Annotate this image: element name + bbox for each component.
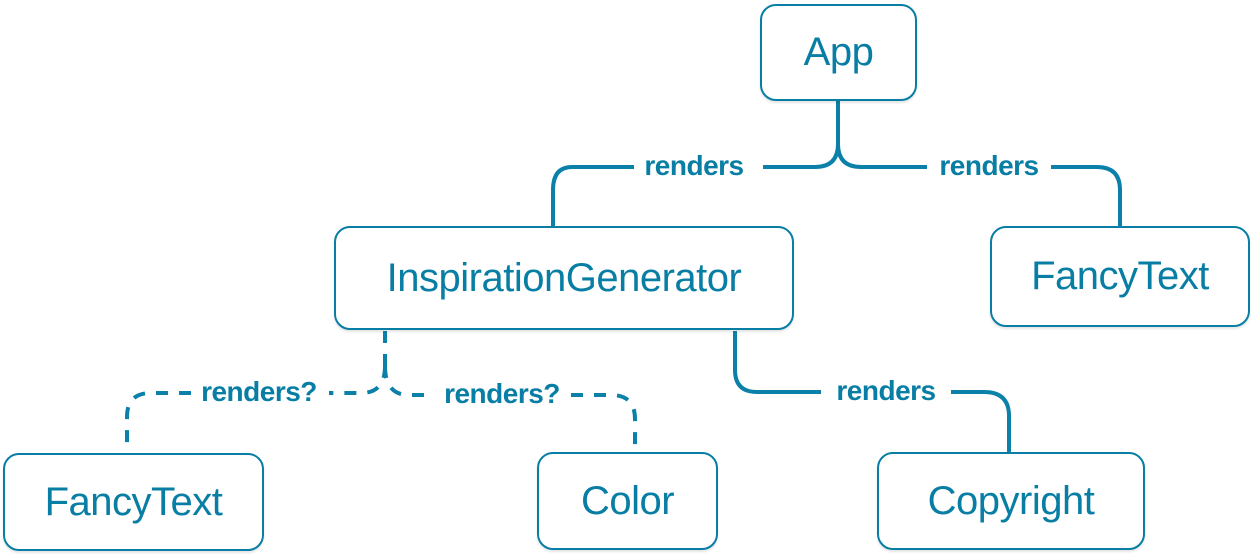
edge-label-app-to-inspirationgenerator: renders [644, 150, 744, 181]
node-copyright: Copyright [877, 452, 1145, 550]
edge-inspirationgenerator-to-color-dashed-b [571, 393, 637, 452]
node-inspiration-generator: InspirationGenerator [334, 226, 794, 330]
node-color: Color [537, 452, 718, 550]
node-copyright-label: Copyright [927, 478, 1095, 523]
edge-label-inspirationgenerator-to-fancytext: renders? [201, 376, 317, 407]
edge-app-to-inspirationgenerator-line-b [551, 165, 634, 226]
node-color-label: Color [580, 478, 675, 523]
edge-inspirationgenerator-to-fancytext-dashed-a [329, 365, 387, 395]
node-fancy-text-bottom-label: FancyText [44, 479, 223, 524]
edge-inspirationgenerator-to-copyright-line-b [951, 390, 1011, 452]
edge-app-to-fancytext-line-b [1051, 165, 1122, 226]
edge-inspirationgenerator-to-color-dashed-a [383, 365, 433, 397]
edge-app-to-fancytext-line-a [836, 143, 927, 169]
edge-inspirationgenerator-to-fancytext-dashed-b [125, 391, 191, 453]
node-fancy-text-bottom: FancyText [3, 453, 264, 551]
node-app-label: App [803, 30, 874, 74]
edge-app-to-inspirationgenerator-line-a [763, 101, 840, 169]
node-app: App [760, 4, 917, 101]
node-inspiration-generator-label: InspirationGenerator [386, 255, 742, 300]
edge-label-inspirationgenerator-to-copyright: renders [836, 375, 936, 406]
node-fancy-text-top-label: FancyText [1031, 254, 1209, 298]
edge-inspirationgenerator-to-copyright-line-a [733, 331, 821, 394]
edge-label-inspirationgenerator-to-color: renders? [444, 378, 560, 409]
node-fancy-text-top: FancyText [990, 226, 1250, 327]
edge-label-app-to-fancytext: renders [939, 150, 1039, 181]
